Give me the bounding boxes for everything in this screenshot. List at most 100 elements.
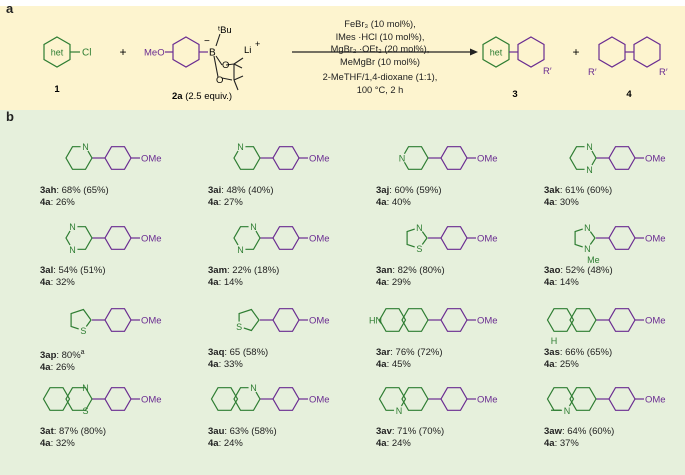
yield-line: 3ai: 48% (40%): [208, 185, 274, 197]
condition-line-3: MgBr₂ ·OEt₂ (20 mol%),: [330, 44, 430, 55]
product-yield: : 63% (58%): [224, 426, 277, 437]
compound-id: 3ai: [208, 185, 222, 196]
product-yield: : 61% (60%): [559, 185, 613, 196]
methoxy-label: OMe: [309, 395, 330, 406]
byproduct-line: 4a: 14%: [544, 277, 613, 289]
structure-3ah: OMe N: [65, 141, 162, 170]
byproduct-id: 4a: [40, 438, 51, 449]
atom-label: N: [82, 142, 89, 152]
yield-line: 3ak: 61% (60%): [544, 185, 612, 197]
byproduct-id: 4a: [40, 277, 51, 288]
yield-line: 3aw: 64% (60%): [544, 426, 614, 438]
byproduct-id: 4a: [208, 359, 219, 370]
atom-label: N: [584, 244, 591, 254]
byproduct-yield: : 29%: [386, 277, 411, 288]
compound-id: 3aw: [544, 426, 562, 437]
atom-label: N: [586, 142, 593, 152]
caption-3aq: 3aq: 65 (58%)4a: 33%: [208, 347, 268, 371]
caption-3ao: 3ao: 52% (48%)4a: 14%: [544, 265, 613, 289]
byproduct-id: 4a: [544, 277, 555, 288]
byproduct-line: 4a: 27%: [208, 197, 274, 209]
byproduct-id: 4a: [208, 277, 219, 288]
atom-label: Me: [587, 255, 600, 265]
methoxy-label: OMe: [477, 395, 498, 406]
product-yield: : 22% (18%): [227, 265, 280, 276]
methoxy-label: OMe: [645, 154, 666, 165]
atom-label: N: [237, 245, 244, 255]
compound-4-label: 4: [626, 89, 632, 100]
compound-id: 3ap: [40, 350, 57, 362]
compound-1-label: 1: [54, 84, 60, 95]
yield-line: 3as: 66% (65%): [544, 347, 612, 359]
methoxy-label: OMe: [645, 395, 666, 406]
methoxy-label: OMe: [141, 395, 162, 406]
borate-2a-structure: [165, 36, 208, 68]
byproduct-yield: : 27%: [218, 197, 243, 208]
methoxy-label: OMe: [141, 154, 162, 165]
byproduct-line: 4a: 29%: [376, 277, 445, 289]
byproduct-yield: : 24%: [386, 438, 411, 449]
atom-label: N: [69, 245, 76, 255]
atom-label: S: [416, 244, 422, 254]
byproduct-id: 4a: [208, 197, 219, 208]
atom-label: N: [399, 154, 406, 164]
compound-id: 3ah: [40, 185, 57, 196]
atom-label: N: [396, 406, 403, 416]
methoxy-label: OMe: [309, 154, 330, 165]
byproduct-line: 4a: 40%: [376, 197, 442, 209]
byproduct-line: 4a: 32%: [40, 438, 106, 450]
caption-3au: 3au: 63% (58%)4a: 24%: [208, 426, 277, 450]
compound-id: 3at: [40, 426, 54, 437]
compound-id: 3as: [544, 347, 560, 358]
atom-label: N: [586, 165, 593, 175]
methoxy-label: OMe: [141, 234, 162, 245]
byproduct-id: 4a: [544, 359, 555, 370]
yield-line: 3aq: 65 (58%): [208, 347, 268, 359]
yield-line: 3av: 71% (70%): [376, 426, 444, 438]
byproduct-line: 4a: 45%: [376, 359, 443, 371]
condition-line-5: 2-MeTHF/1,4-dioxane (1:1),: [322, 72, 438, 83]
yield-line: 3ah: 68% (65%): [40, 185, 109, 197]
compound-id: 3ar: [376, 347, 391, 358]
caption-3ah: 3ah: 68% (65%)4a: 26%: [40, 185, 109, 209]
product-yield: : 65 (58%): [224, 347, 269, 358]
reaction-conditions: FeBr₃ (10 mol%), IMes ·HCl (10 mol%), Mg…: [290, 18, 470, 97]
chloro-label: Cl: [82, 48, 91, 59]
condition-line-2: IMes ·HCl (10 mol%),: [335, 31, 425, 42]
atom-label: N: [82, 383, 89, 393]
product-3-structure: [482, 36, 545, 68]
byproduct-line: 4a: 26%: [40, 362, 85, 374]
condition-line-6: 100 °C, 2 h: [356, 84, 404, 95]
pinacol-ring-structure: [213, 33, 244, 91]
compound-id: 3aj: [376, 185, 390, 196]
yield-line: 3ap: 80%a: [40, 347, 85, 362]
borate-negative-charge: −: [204, 36, 210, 47]
byproduct-line: 4a: 33%: [208, 359, 268, 371]
methoxy-label: OMe: [477, 316, 498, 327]
byproduct-line: 4a: 30%: [544, 197, 612, 209]
atom-label: N: [237, 142, 244, 152]
reaction-scheme-svg: het Cl 1 + MeO B − ᵗBu O O Li + 2a: [43, 25, 668, 102]
byproduct-yield: : 14%: [218, 277, 243, 288]
byproduct-yield: : 14%: [554, 277, 579, 288]
byproduct-line: 4a: 24%: [376, 438, 444, 450]
byproduct-yield: : 45%: [386, 359, 411, 370]
caption-3aj: 3aj: 60% (59%)4a: 40%: [376, 185, 442, 209]
methoxy-label: OMe: [477, 234, 498, 245]
caption-3ar: 3ar: 76% (72%)4a: 45%: [376, 347, 443, 371]
product-yield: : 64% (60%): [561, 426, 615, 437]
boron-atom-label: B: [209, 48, 216, 59]
caption-3as: 3as: 66% (65%)4a: 25%: [544, 347, 612, 371]
